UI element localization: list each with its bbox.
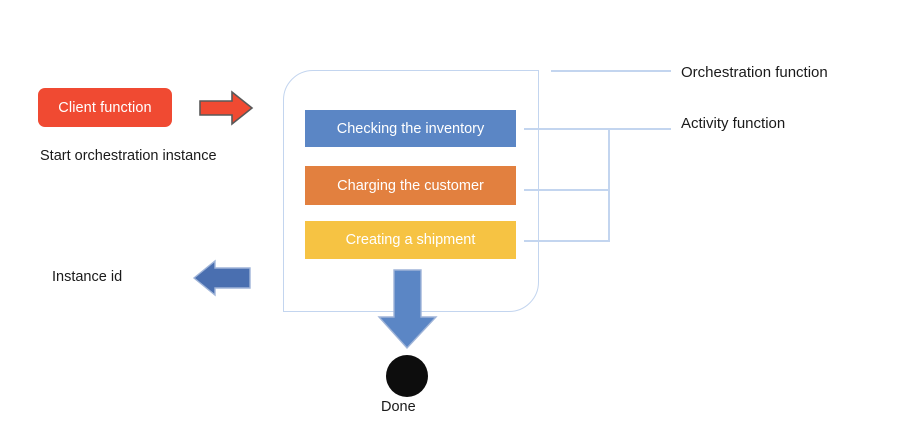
arrow-left-icon [192,259,251,297]
done-label: Done [381,399,416,415]
activity-leader-bus [608,128,610,241]
activity-label: Checking the inventory [336,120,485,137]
activity-label: Creating a shipment [345,232,476,248]
activity-box-creating-a-shipment[interactable]: Creating a shipment [305,221,516,259]
activity-box-checking-the-inventory[interactable]: Checking the inventory [305,110,516,147]
orchestration-leader-line [551,70,671,72]
legend-activity-function: Activity function [681,115,786,132]
activity-leader-line-out [608,128,671,130]
start-orchestration-caption: Start orchestration instance [40,148,217,164]
activity-box-charging-the-customer[interactable]: Charging the customer [305,166,516,205]
arrow-right-icon [199,90,254,126]
instance-id-caption: Instance id [52,269,123,285]
activity-leader-line-3 [524,240,610,242]
activity-leader-line-2 [524,189,610,191]
client-function-box[interactable]: Client function [38,88,172,127]
activity-leader-line-1 [524,128,610,130]
filled-circle-icon [386,355,428,397]
legend-orchestration-function: Orchestration function [681,64,828,81]
activity-label: Charging the customer [337,177,484,194]
client-function-label: Client function [58,99,152,116]
